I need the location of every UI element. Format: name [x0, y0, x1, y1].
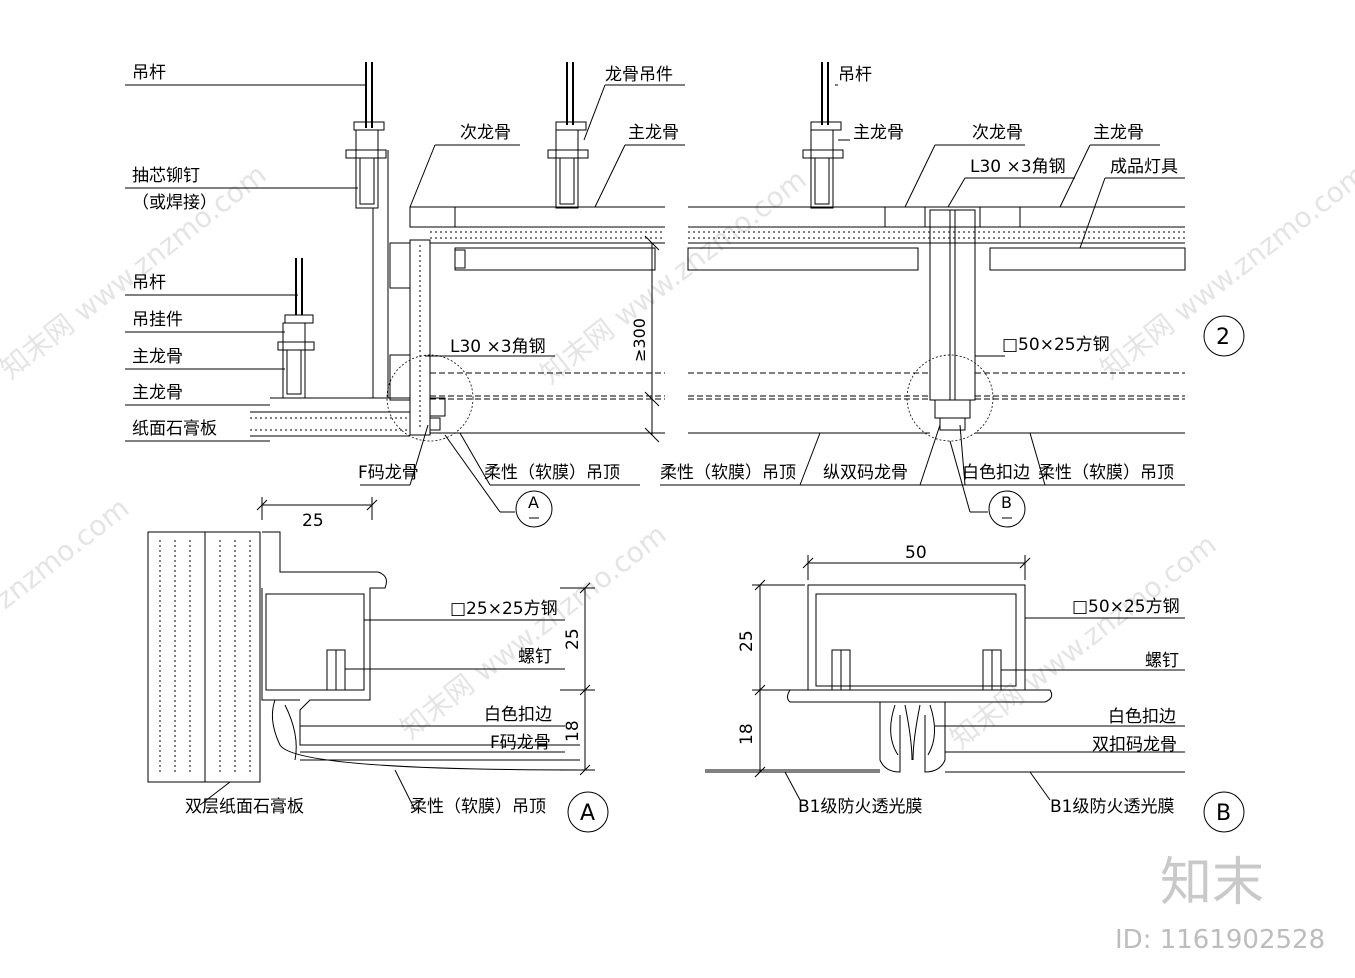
detail-a-tag-circle	[567, 791, 609, 833]
label-a-screw: 螺钉	[518, 647, 552, 667]
svg-text:知末网 www.znzmo.com: 知末网 www.znzmo.com	[1094, 158, 1355, 386]
label-soft-ceiling-right-1: 柔性（软膜）吊顶	[660, 463, 796, 483]
label-soft-ceiling: 柔性（软膜）吊顶	[484, 463, 620, 483]
label-double-keel-right: 纵双码龙骨	[823, 463, 908, 483]
dim-a-25-side: 25	[563, 628, 583, 650]
dim-a-25-top: 25	[302, 511, 324, 531]
detail-b-tag: B	[1216, 801, 1231, 826]
view-number: 2	[1216, 325, 1230, 350]
dim-b-50: 50	[905, 543, 927, 563]
label-main-keel-right-2: 主龙骨	[1093, 123, 1144, 143]
label-angle-steel-right: L30 ×3角钢	[970, 157, 1066, 177]
label-a-f-keel: F码龙骨	[490, 733, 551, 753]
label-soft-ceiling-right-2: 柔性（软膜）吊顶	[1038, 463, 1174, 483]
svg-text:znzmo.com: znzmo.com	[0, 491, 135, 615]
label-main-keel-right-1: 主龙骨	[853, 123, 904, 143]
label-b-film-left: B1级防火透光膜	[798, 797, 922, 817]
label-secondary-keel-right: 次龙骨	[972, 123, 1023, 143]
label-b-white-edge: 白色扣边	[1108, 707, 1176, 727]
label-gypsum: 纸面石膏板	[132, 418, 217, 439]
dim-b-18: 18	[737, 723, 757, 745]
view-number-circle	[1203, 315, 1245, 357]
label-lamp: 成品灯具	[1110, 157, 1178, 177]
image-id: ID: 1161902528	[1115, 925, 1325, 955]
detail-b: 50 25 18 □50×25方钢 螺	[705, 543, 1245, 833]
label-hanger-rod-1: 吊杆	[132, 63, 166, 83]
label-main-keel-3: 主龙骨	[628, 123, 679, 143]
brand-watermark: 知末 ID: 1161902528	[1115, 853, 1325, 955]
label-b-square-steel: □50×25方钢	[1072, 597, 1180, 617]
label-b-screw: 螺钉	[1145, 651, 1179, 671]
label-square-steel-right: □50×25方钢	[1002, 335, 1110, 355]
label-secondary-keel: 次龙骨	[460, 123, 511, 143]
label-a-gypsum: 双层纸面石膏板	[185, 796, 304, 817]
label-a-soft-ceiling: 柔性（软膜）吊顶	[410, 797, 546, 817]
callout-b-label: B	[1001, 493, 1012, 512]
label-a-square-steel: □25×25方钢	[450, 599, 558, 619]
detail-a-tag: A	[580, 801, 595, 826]
label-hanger-rod-2: 吊杆	[132, 273, 166, 293]
section-right: B 2 吊杆 主龙骨 次龙骨 主龙骨 L30 ×3角钢 成品灯具 □50×25方…	[660, 62, 1245, 528]
label-keel-hanger: 龙骨吊件	[605, 65, 673, 85]
label-b-film-right: B1级防火透光膜	[1050, 797, 1174, 817]
label-f-keel: F码龙骨	[358, 463, 419, 483]
label-hanger: 吊挂件	[132, 310, 183, 330]
section-left: ≥300 A 吊杆 抽芯铆钉 （或焊接） 吊杆 吊挂件 主龙骨 主龙骨 纸面石膏…	[125, 62, 685, 528]
detail-a: 25 25 18 □25×25方钢 螺钉 白色扣边 F码龙骨 双层纸面石膏板 柔…	[147, 497, 609, 833]
label-white-edge-right: 白色扣边	[962, 463, 1030, 483]
label-main-keel-2: 主龙骨	[132, 383, 183, 403]
callout-a-label: A	[528, 493, 539, 512]
label-b-double-keel: 双扣码龙骨	[1092, 735, 1177, 755]
dim-300-label: ≥300	[630, 318, 649, 362]
svg-text:知末网 www.znzmo.com: 知末网 www.znzmo.com	[944, 528, 1223, 756]
label-main-keel-1: 主龙骨	[132, 347, 183, 367]
detail-b-tag-circle	[1203, 791, 1245, 833]
callout-a-circle	[515, 490, 553, 528]
label-rivet: 抽芯铆钉	[132, 166, 200, 186]
brand-logo: 知末	[1160, 853, 1264, 913]
label-hanger-rod-right: 吊杆	[838, 65, 872, 85]
label-weld: （或焊接）	[132, 193, 217, 213]
dim-b-25: 25	[737, 630, 757, 652]
label-angle-steel: L30 ×3角钢	[450, 337, 546, 357]
svg-text:知末网 www.znzmo.com: 知末网 www.znzmo.com	[534, 163, 813, 391]
dim-a-18: 18	[563, 720, 583, 742]
label-a-white-edge: 白色扣边	[484, 705, 552, 725]
callout-b-circle	[988, 490, 1026, 528]
